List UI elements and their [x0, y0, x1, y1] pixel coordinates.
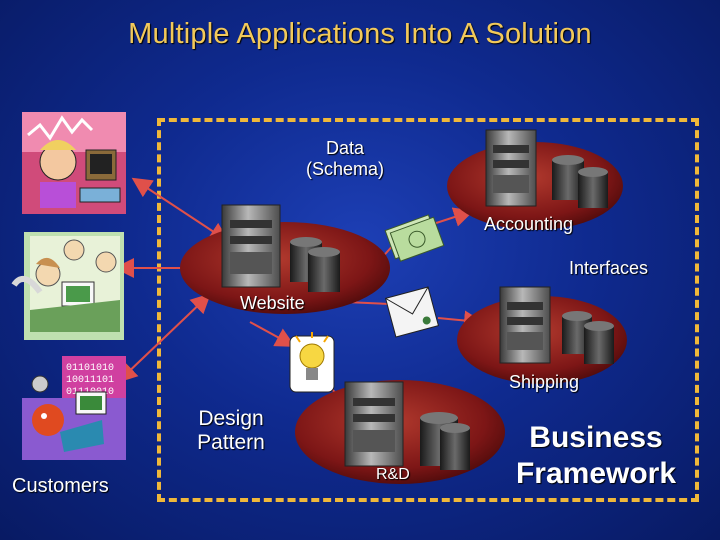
customers-label: Customers — [12, 475, 109, 497]
data-schema-line1: Data — [325, 138, 365, 158]
design-pattern-line2: Pattern — [197, 431, 265, 454]
envelope-icon — [384, 286, 440, 338]
design-pattern-label: Design Pattern — [186, 407, 276, 455]
customer-icon: 01101010 10011101 01110010 — [22, 356, 126, 460]
design-pattern-line1: Design — [198, 407, 264, 430]
server-shipping-icon — [499, 286, 614, 364]
business-framework-label: Business Framework — [496, 420, 696, 492]
server-accounting-icon — [485, 129, 608, 208]
server-website-icon — [221, 204, 340, 292]
svg-text:01101010: 01101010 — [66, 363, 114, 374]
data-schema-label: Data (Schema) — [300, 138, 390, 180]
business-line1: Business — [529, 421, 663, 454]
connector-website-bulb — [249, 321, 296, 347]
stressed-user-icon — [22, 112, 126, 214]
connector-money-accounting — [429, 207, 474, 227]
connector-customers-website — [117, 293, 211, 383]
team-meeting-icon — [11, 232, 124, 340]
interfaces-label: Interfaces — [569, 258, 649, 278]
data-schema-line2: (Schema) — [305, 159, 385, 179]
business-line2: Framework — [515, 457, 677, 490]
lightbulb-icon — [289, 332, 335, 393]
rd-label: R&D — [376, 466, 410, 483]
shipping-label: Shipping — [509, 372, 580, 392]
money-icon — [384, 214, 445, 262]
server-rd-icon — [344, 381, 470, 470]
accounting-label: Accounting — [484, 214, 574, 234]
svg-text:10011101: 10011101 — [66, 375, 114, 386]
connector-user-website — [131, 177, 230, 243]
website-label: Website — [240, 293, 305, 313]
slide-title: Multiple Applications Into A Solution — [128, 18, 592, 50]
